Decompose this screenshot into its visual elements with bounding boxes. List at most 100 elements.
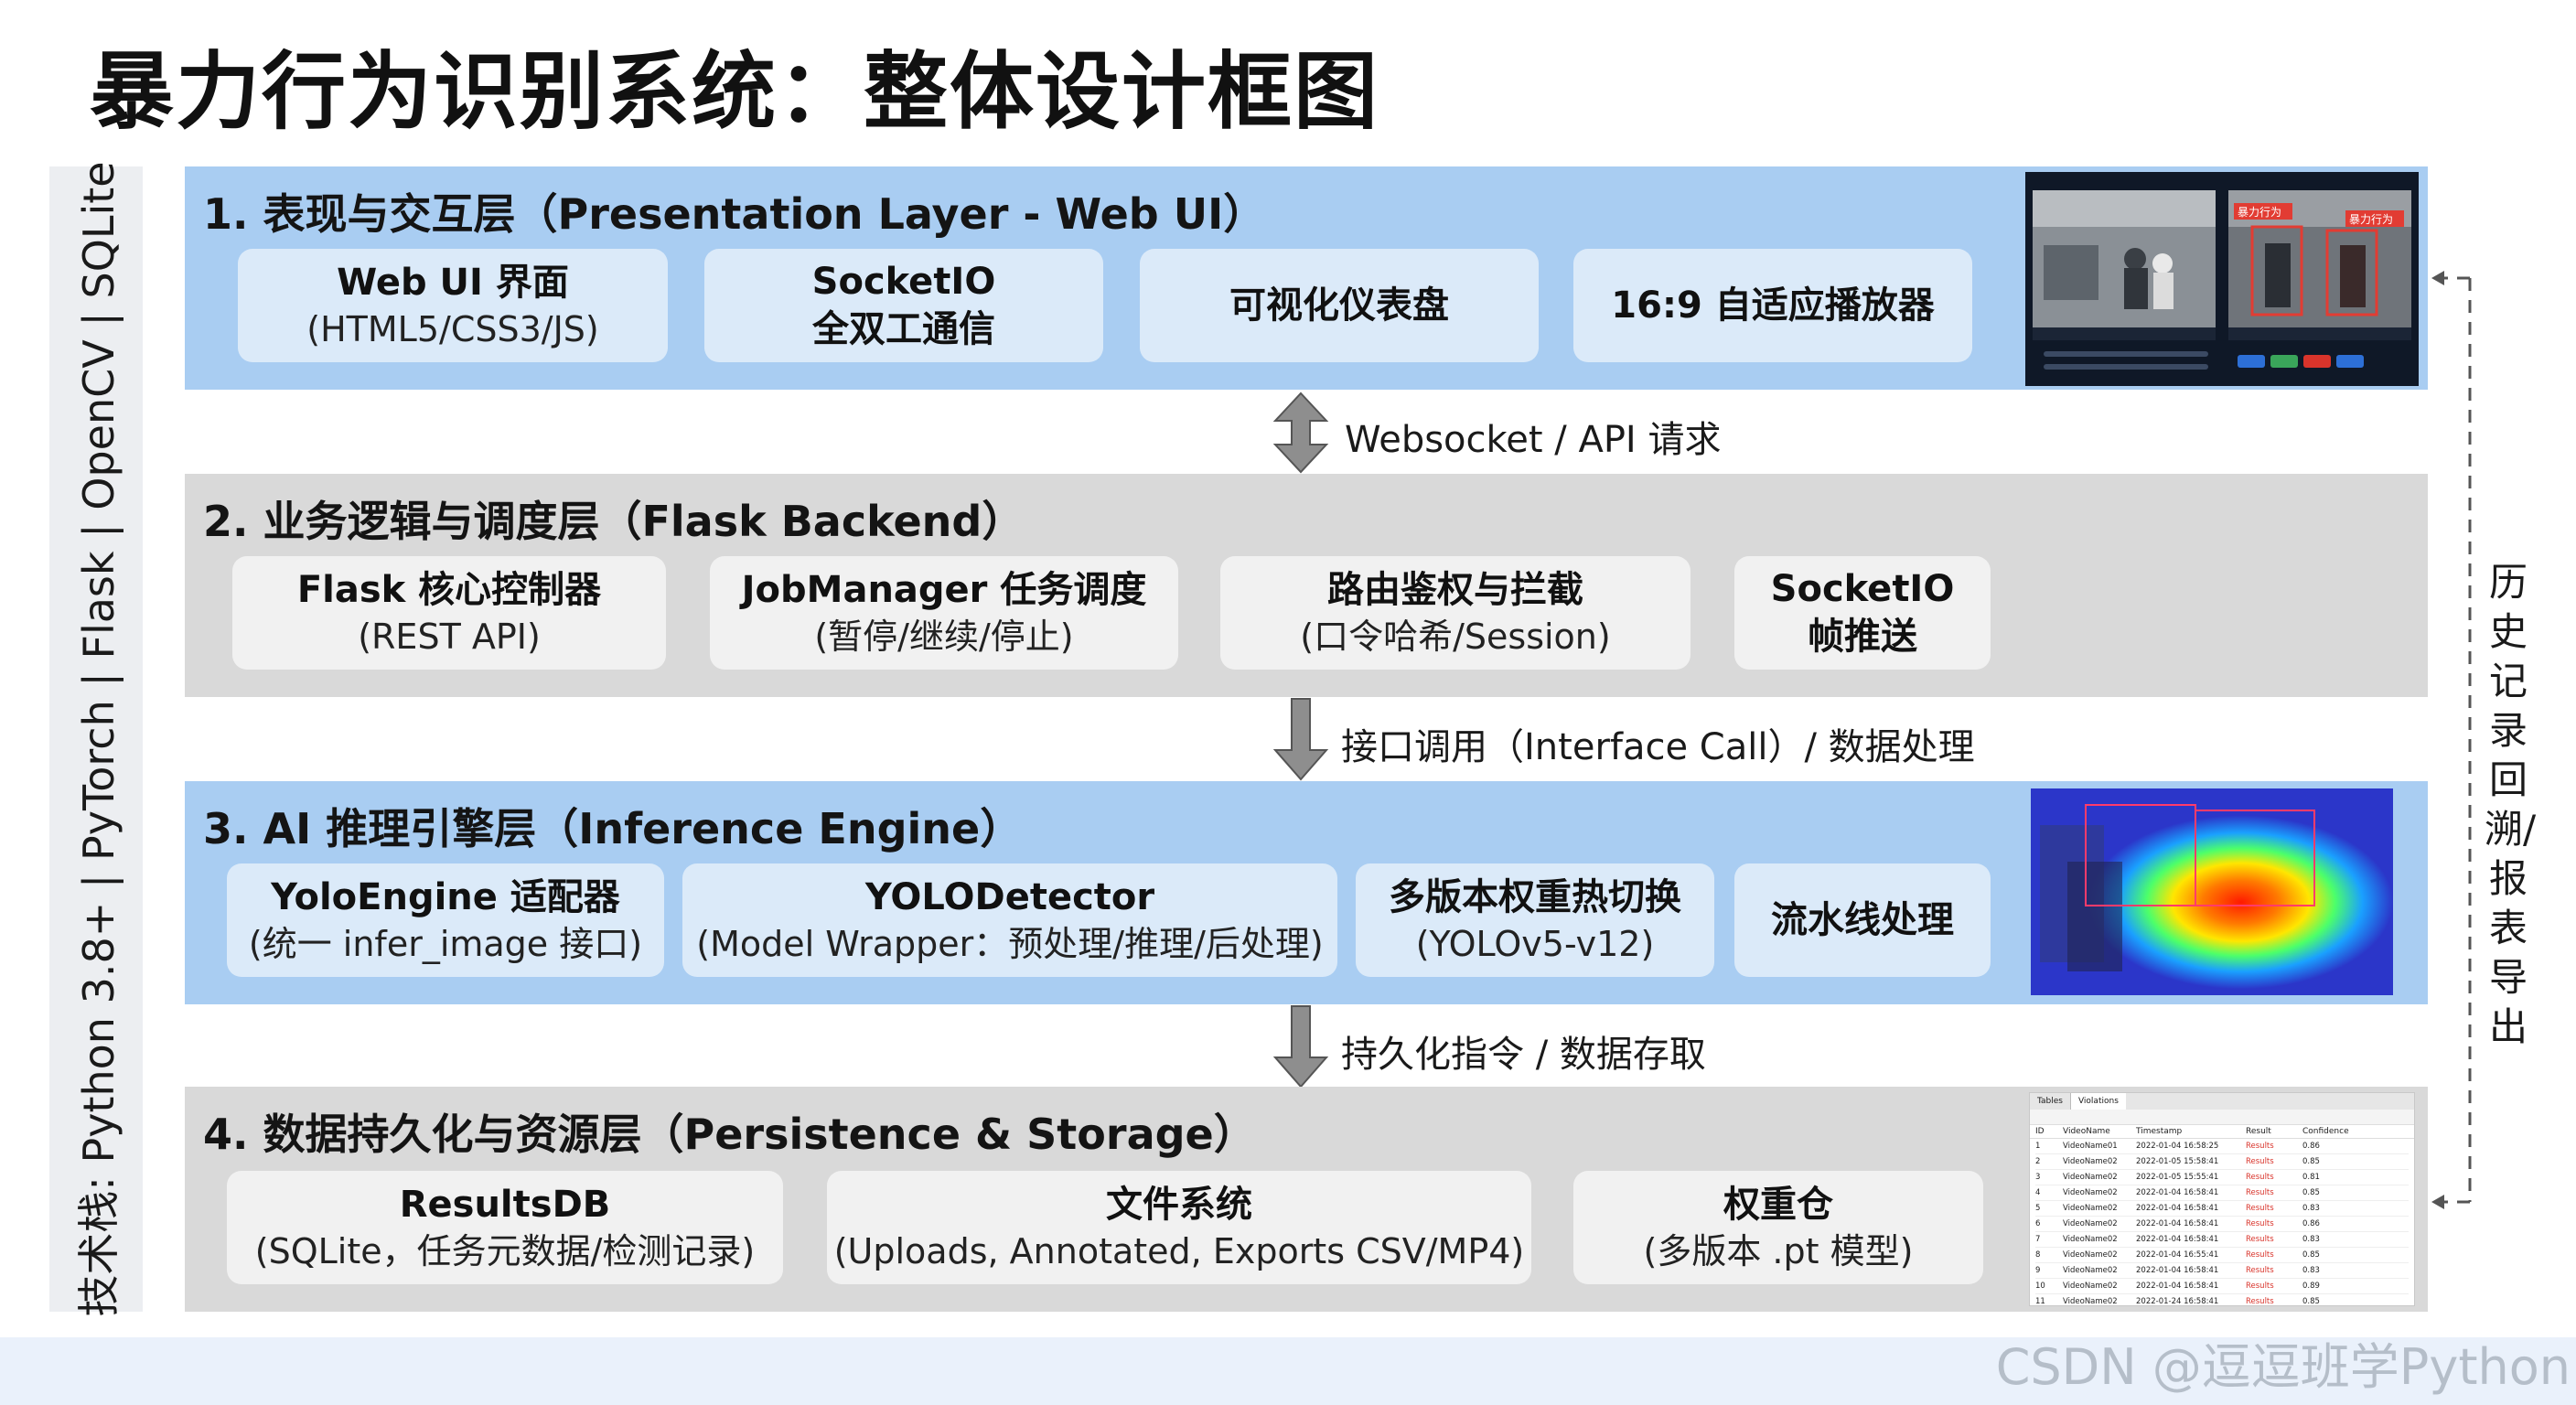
history-export-label: 历史记录回溯/报表导出 (2485, 560, 2537, 1049)
layer-inference-engine: 3. AI 推理引擎层（Inference Engine） YoloEngine… (185, 781, 2428, 1004)
table-cell: Results (2246, 1297, 2274, 1306)
thumb-tag-1: 暴力行为 (2238, 206, 2281, 219)
table-cell: 2022-01-04 16:58:41 (2136, 1282, 2219, 1291)
arrow-down-icon (1272, 698, 1329, 781)
table-cell: Results (2246, 1204, 2274, 1213)
db-column-header: Confidence (2302, 1127, 2349, 1136)
watermark: CSDN @逗逗班学Python (1995, 1338, 2571, 1396)
web-ui-thumbnail-image: 暴力行为 暴力行为 (2025, 172, 2419, 386)
db-column-header: VideoName (2063, 1127, 2110, 1136)
tech-stack-label: 技术栈: Python 3.8+ | PyTorch | Flask | Ope… (74, 161, 123, 1317)
table-cell: Results (2246, 1266, 2274, 1275)
box-yolo-engine: YoloEngine 适配器 (统一 infer_image 接口) (227, 863, 664, 977)
table-cell: 2022-01-04 16:58:25 (2136, 1142, 2219, 1151)
box-route-auth: 路由鉴权与拦截 (口令哈希/Session) (1220, 556, 1690, 670)
thumb-tag-2: 暴力行为 (2349, 213, 2393, 226)
table-cell: 4 (2035, 1188, 2041, 1197)
table-cell: VideoName02 (2063, 1157, 2118, 1166)
table-cell: 3 (2035, 1173, 2041, 1182)
table-cell: 1 (2035, 1142, 2041, 1151)
box-flask-controller: Flask 核心控制器 (REST API) (232, 556, 666, 670)
table-cell: 2022-01-04 16:58:41 (2136, 1204, 2219, 1213)
db-table-header: ID VideoName Timestamp Result Confidence (2030, 1125, 2414, 1139)
table-cell: VideoName02 (2063, 1250, 2118, 1260)
table-cell: Results (2246, 1188, 2274, 1197)
db-tab[interactable]: Violations (2070, 1093, 2126, 1110)
table-cell: VideoName02 (2063, 1204, 2118, 1213)
table-cell: 0.81 (2302, 1173, 2320, 1182)
table-cell: 5 (2035, 1204, 2041, 1213)
table-cell: 2022-01-05 15:58:41 (2136, 1157, 2219, 1166)
db-column-header: ID (2035, 1127, 2045, 1136)
table-cell: VideoName02 (2063, 1188, 2118, 1197)
box-pipeline: 流水线处理 (1734, 863, 1991, 977)
layer-title: 1. 表现与交互层（Presentation Layer - Web UI） (203, 189, 1266, 239)
table-cell: VideoName02 (2063, 1173, 2118, 1182)
layer-title: 3. AI 推理引擎层（Inference Engine） (203, 804, 1023, 853)
connector-label-3: 持久化指令 / 数据存取 (1341, 1034, 1706, 1076)
table-row[interactable]: 5 VideoName02 2022-01-04 16:58:41 Results 0.… (2035, 1201, 2409, 1217)
db-tab[interactable]: Tables (2030, 1093, 2071, 1110)
table-cell: 6 (2035, 1219, 2041, 1228)
table-cell: Results (2246, 1142, 2274, 1151)
db-column-header: Result (2246, 1127, 2271, 1136)
web-ui-thumbnail: 暴力行为 暴力行为 (2025, 172, 2419, 386)
page-title: 暴力行为识别系统：整体设计框图 (90, 43, 1380, 141)
table-cell: 2022-01-04 16:58:41 (2136, 1266, 2219, 1275)
tech-stack-bar (49, 166, 143, 1312)
box-weight-switch: 多版本权重热切换 (YOLOv5-v12) (1356, 863, 1714, 977)
box-dashboard: 可视化仪表盘 (1140, 249, 1539, 362)
table-cell: VideoName02 (2063, 1266, 2118, 1275)
table-row[interactable]: 8 VideoName02 2022-01-04 16:55:41 Results 0.… (2035, 1248, 2409, 1263)
table-cell: Results (2246, 1219, 2274, 1228)
table-cell: VideoName02 (2063, 1297, 2118, 1306)
db-column-header: Timestamp (2136, 1127, 2183, 1136)
box-results-db: ResultsDB (SQLite，任务元数据/检测记录) (227, 1171, 783, 1284)
box-file-system: 文件系统 (Uploads, Annotated, Exports CSV/MP… (827, 1171, 1531, 1284)
table-cell: 2022-01-05 15:55:41 (2136, 1173, 2219, 1182)
history-return-arrow (2431, 271, 2472, 1209)
db-toolbar (2030, 1110, 2414, 1125)
table-cell: 8 (2035, 1250, 2041, 1260)
db-tabs: Tables Violations (2030, 1093, 2414, 1110)
table-cell: 7 (2035, 1235, 2041, 1244)
table-cell: Results (2246, 1235, 2274, 1244)
table-cell: 0.85 (2302, 1250, 2320, 1260)
table-cell: VideoName02 (2063, 1282, 2118, 1291)
table-cell: 0.86 (2302, 1142, 2320, 1151)
table-cell: 0.89 (2302, 1282, 2320, 1291)
connector-label-2: 接口调用（Interface Call）/ 数据处理 (1341, 726, 1975, 768)
box-job-manager: JobManager 任务调度 (暂停/继续/停止) (710, 556, 1178, 670)
table-cell: 11 (2035, 1297, 2045, 1306)
layer-presentation: 1. 表现与交互层（Presentation Layer - Web UI） W… (185, 166, 2428, 390)
table-cell: 2022-01-04 16:58:41 (2136, 1188, 2219, 1197)
table-cell: 2022-01-04 16:55:41 (2136, 1250, 2219, 1260)
box-player: 16:9 自适应播放器 (1573, 249, 1972, 362)
table-cell: Results (2246, 1250, 2274, 1260)
box-weight-repo: 权重仓 (多版本 .pt 模型) (1573, 1171, 1983, 1284)
table-cell: 2022-01-04 16:58:41 (2136, 1219, 2219, 1228)
bottom-band (0, 1337, 2576, 1405)
double-arrow-icon (1272, 391, 1329, 474)
table-cell: 2022-01-04 16:58:41 (2136, 1235, 2219, 1244)
box-yolo-detector: YOLODetector (Model Wrapper：预处理/推理/后处理) (682, 863, 1337, 977)
table-cell: 10 (2035, 1282, 2045, 1291)
table-row[interactable]: 9 VideoName02 2022-01-04 16:58:41 Results 0.… (2035, 1263, 2409, 1279)
arrow-down-icon (1272, 1005, 1329, 1089)
table-cell: 9 (2035, 1266, 2041, 1275)
table-cell: 0.85 (2302, 1297, 2320, 1306)
table-cell: 0.83 (2302, 1235, 2320, 1244)
table-cell: Results (2246, 1157, 2274, 1166)
heatmap-image (2031, 788, 2393, 995)
table-cell: 0.83 (2302, 1266, 2320, 1275)
table-cell: 0.83 (2302, 1204, 2320, 1213)
